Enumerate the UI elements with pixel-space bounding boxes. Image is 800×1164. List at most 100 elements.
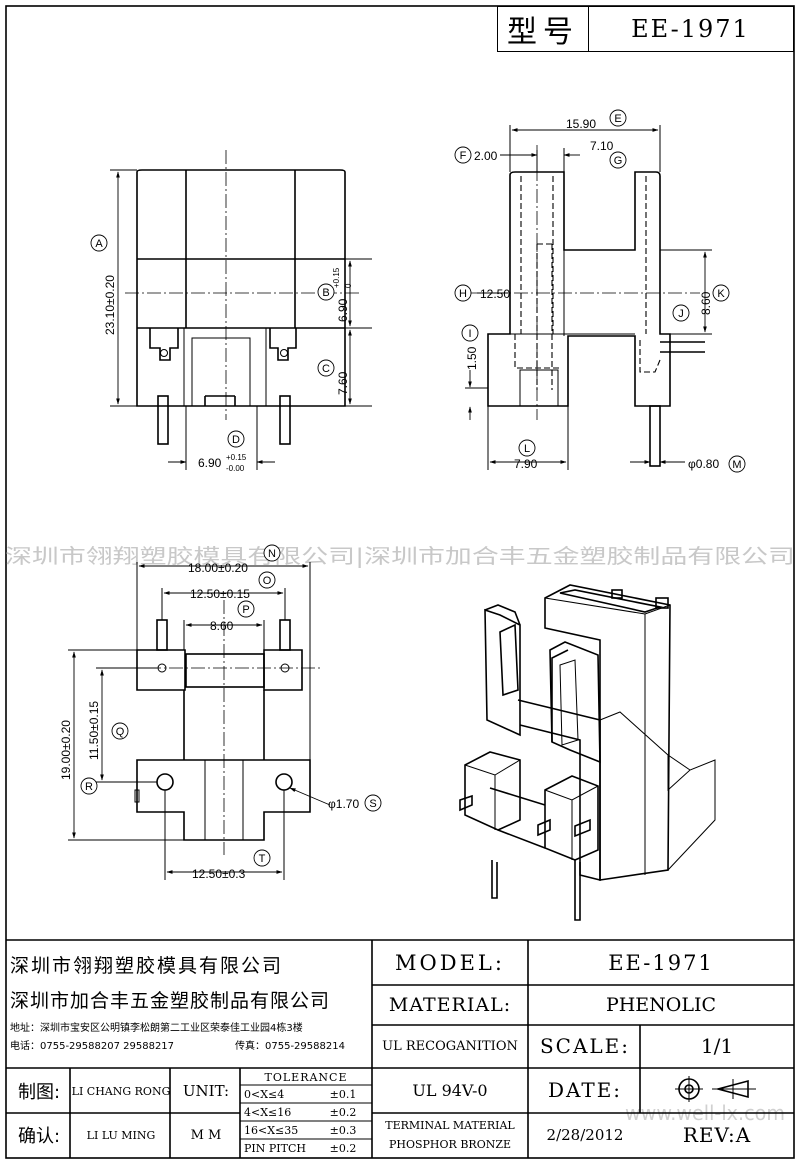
svg-text:C: C (322, 363, 330, 375)
dim-side-f: 2.00 (474, 149, 498, 163)
tol-val-2: ±0.2 (329, 1106, 357, 1119)
callout-n: N (263, 544, 281, 562)
drawn-by: LI CHANG RONG (71, 1084, 171, 1098)
tol-range-3: 16<X≤35 (244, 1124, 299, 1137)
callout-c: C (317, 359, 335, 377)
dim-front-mid-tol-dn: 0 (344, 283, 353, 288)
callout-k: K (712, 284, 730, 302)
callout-d: D (227, 430, 245, 448)
svg-text:P: P (242, 604, 249, 616)
dim-bottom-n: 18.00±0.20 (188, 561, 248, 575)
company-address: 地址：深圳市宝安区公明镇李松朗第二工业区荣泰佳工业园4栋3楼 (10, 1022, 303, 1034)
svg-text:Q: Q (116, 726, 125, 738)
dim-front-slot-tol-up: +0.15 (226, 453, 247, 462)
callout-s: S (364, 794, 382, 812)
svg-text:B: B (322, 287, 329, 299)
dim-side-h: 12.50 (480, 287, 510, 301)
svg-text:E: E (614, 113, 621, 125)
callout-l: L (518, 439, 536, 457)
front-view (110, 150, 372, 470)
tolerance-title: TOLERANCE (264, 1070, 348, 1084)
ul-value: UL 94V-0 (412, 1080, 488, 1100)
callout-b: B (317, 283, 335, 301)
dim-side-k: 8.60 (699, 291, 713, 315)
dim-bottom-r: 19.00±0.20 (59, 720, 73, 780)
tol-val-3: ±0.3 (329, 1124, 357, 1137)
dim-side-i: 1.50 (465, 346, 479, 370)
model-label: MODEL: (395, 951, 505, 975)
callout-e: E (609, 109, 627, 127)
date-value: 2/28/2012 (546, 1126, 624, 1144)
tol-range-2: 4<X≤16 (244, 1106, 292, 1119)
terminal-value: PHOSPHOR BRONZE (388, 1137, 512, 1151)
callout-t: T (253, 849, 271, 867)
callout-p: P (237, 600, 255, 618)
dim-front-mid: 6.90 (336, 298, 350, 322)
revision: REV:A (682, 1123, 752, 1147)
terminal-label: TERMINAL MATERIAL (385, 1118, 515, 1132)
header-label-cell: 型号 (497, 6, 589, 52)
svg-text:L: L (524, 443, 530, 455)
company-phone: 电话：0755-29588207 29588217 (10, 1040, 175, 1052)
dim-front-height: 23.10±0.20 (103, 275, 117, 335)
scale-label: SCALE: (539, 1034, 631, 1058)
dim-front-slot: 6.90 (198, 456, 222, 470)
bottom-view (68, 562, 331, 880)
dim-front-slot-tol-dn: -0.00 (226, 464, 245, 473)
tol-range-1: 0<X≤4 (244, 1088, 285, 1101)
svg-text:I: I (468, 328, 471, 340)
side-view (465, 125, 712, 470)
callout-q: Q (111, 722, 129, 740)
unit-value: M M (190, 1127, 222, 1143)
watermark-text: 深圳市翎翔塑胶模具有限公司|深圳市加合丰五金塑胶制品有限公司 (5, 544, 795, 568)
dim-front-mid-tol-up: +0.15 (332, 267, 341, 288)
company-name-1: 深圳市翎翔塑胶模具有限公司 (10, 954, 284, 977)
svg-text:F: F (460, 150, 467, 162)
callout-h: H (454, 284, 472, 302)
dim-side-width: 15.90 (566, 117, 596, 131)
svg-text:D: D (232, 434, 240, 446)
material-label: MATERIAL: (388, 994, 512, 1016)
dim-side-pin: φ0.80 (688, 457, 719, 471)
unit-label: UNIT: (182, 1082, 230, 1100)
company-name-2: 深圳市加合丰五金塑胶制品有限公司 (10, 989, 331, 1012)
projection-symbol-icon (675, 1076, 756, 1102)
tol-val-4: ±0.2 (329, 1142, 357, 1155)
svg-text:R: R (85, 781, 93, 793)
sheet-border (5, 5, 795, 1159)
isometric-view (459, 584, 716, 921)
svg-text:G: G (614, 155, 623, 167)
model-value: EE-1971 (608, 951, 714, 975)
svg-text:T: T (259, 853, 266, 865)
title-block-grid (6, 939, 794, 1158)
svg-text:H: H (459, 288, 467, 300)
dim-bottom-t: 12.50±0.3 (192, 867, 246, 881)
svg-text:O: O (263, 575, 272, 587)
svg-text:M: M (732, 459, 741, 471)
callout-r: R (80, 777, 98, 795)
callout-i: I (461, 324, 479, 342)
tol-val-1: ±0.1 (329, 1088, 357, 1101)
date-label: DATE: (547, 1078, 623, 1102)
callout-o: O (258, 571, 276, 589)
callout-a: A (90, 234, 108, 252)
material-value: PHENOLIC (605, 994, 717, 1016)
dim-bottom-q: 11.50±0.15 (87, 701, 101, 760)
callout-f: F (454, 146, 472, 164)
dim-side-l: 7.90 (514, 457, 538, 471)
svg-text:N: N (268, 548, 276, 560)
svg-text:S: S (369, 798, 376, 810)
svg-text:K: K (717, 288, 725, 300)
ul-label: UL RECOGANITION (382, 1038, 518, 1054)
dim-side-g: 7.10 (590, 139, 614, 153)
callout-m: M (728, 455, 746, 473)
dim-bottom-hole: φ1.70 (328, 797, 359, 811)
company-fax: 传真：0755-29588214 (235, 1040, 345, 1052)
drawn-label: 制图: (17, 1082, 61, 1103)
svg-text:A: A (95, 238, 103, 250)
dim-front-base: 7.60 (336, 371, 350, 395)
check-by: LI LU MING (86, 1128, 156, 1142)
dim-bottom-o: 12.50±0.15 (190, 587, 250, 601)
tol-range-4: PIN PITCH (244, 1142, 306, 1155)
